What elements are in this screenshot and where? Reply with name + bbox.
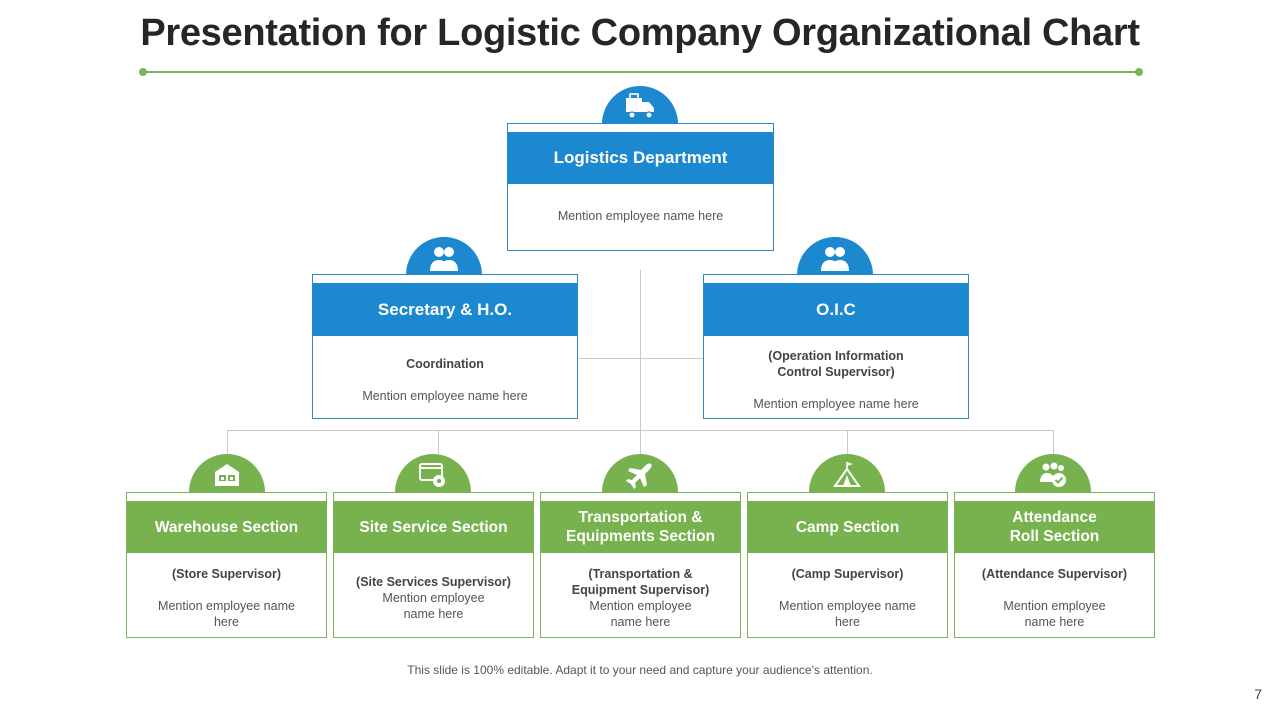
connector-drop-1 [227,430,228,454]
employee-name-line2: here [213,615,240,629]
page-number: 7 [1254,686,1262,702]
section-title-line1: Camp Section [795,518,900,536]
employee-name-line2: name here [610,615,671,629]
section-title-line1: Warehouse Section [154,518,299,536]
section-subtitle: (Store Supervisor) [171,567,282,581]
section-subtitle: (Camp Supervisor) [791,567,904,581]
section-title-line1: Attendance [1012,509,1097,526]
employee-name-line2: name here [403,607,464,621]
team-people-icon [406,237,482,275]
connector-middle-horizontal [577,358,704,359]
connector-drop-5 [1053,430,1054,454]
employee-name: Mention employee name here [557,209,724,223]
section-title-line2: Roll Section [1009,528,1100,545]
slide-title: Presentation for Logistic Company Organi… [140,12,1140,54]
delivery-truck-icon [602,86,678,124]
connector-drop-2 [438,430,439,454]
connector-drop-4 [847,430,848,454]
section-subtitle: (Attendance Supervisor) [981,567,1128,581]
connector-bottom-horizontal [227,430,1054,431]
employee-name-line1: Mention employee name [158,599,295,613]
team-people-icon [797,237,873,275]
employee-name-line1: Mention employee [1003,599,1106,613]
card-subtitle-line1: (Operation Information [768,349,904,363]
employee-name-line2: here [834,615,861,629]
section-title-line2: Equipments Section [566,528,715,545]
card-title: O.I.C [704,283,968,336]
employee-name-line1: Mention employee name [779,599,916,613]
warehouse-icon [189,454,265,492]
section-card-warehouse: Warehouse Section (Store Supervisor) Men… [126,492,327,638]
title-divider [143,71,1139,73]
section-card-transportation: Transportation & Equipments Section (Tran… [540,492,741,638]
employee-name: Mention employee name here [362,389,528,403]
card-subtitle: Coordination [406,357,484,371]
card-subtitle-line2: Control Supervisor) [777,365,895,379]
footer-note: This slide is 100% editable. Adapt it to… [407,663,873,677]
section-subtitle-line1: (Transportation & [588,567,693,581]
employee-name-line2: name here [1024,615,1085,629]
section-card-camp: Camp Section (Camp Supervisor) Mention e… [747,492,948,638]
service-gear-icon [395,454,471,492]
card-title: Logistics Department [508,132,773,184]
section-subtitle: (Site Services Supervisor) [356,575,511,589]
employee-name-line1: Mention employee [589,599,692,613]
tent-camp-icon [809,454,885,492]
card-title: Secretary & H.O. [313,283,577,336]
section-subtitle-line2: Equipment Supervisor) [571,583,710,597]
employee-name: Mention employee name here [753,397,919,411]
divider-dot-left [139,68,147,76]
divider-dot-right [1135,68,1143,76]
secretary-card: Secretary & H.O. Coordination Mention em… [312,274,578,419]
section-card-site-service: Site Service Section (Site Services Supe… [333,492,534,638]
logistics-department-card: Logistics Department Mention employee na… [507,123,774,251]
connector-vertical-main [640,270,641,492]
section-title-line1: Transportation & [578,509,703,526]
oic-card: O.I.C (Operation Information Control Sup… [703,274,969,419]
employee-name-line1: Mention employee [382,591,485,605]
attendance-group-icon [1015,454,1091,492]
section-title-line1: Site Service Section [359,518,508,536]
airplane-icon [602,454,678,492]
